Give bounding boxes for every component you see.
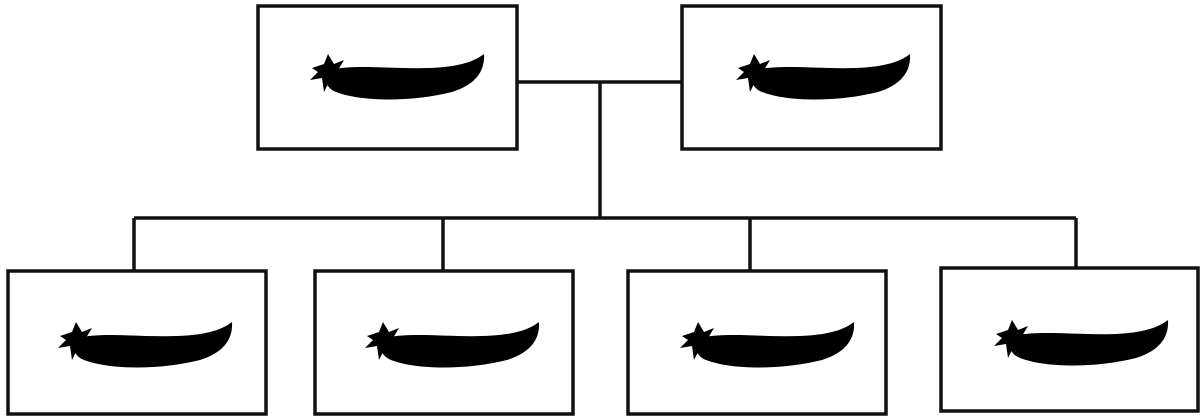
parent-generation <box>256 4 943 151</box>
offspring-box-3 <box>626 269 888 416</box>
parent-box-1 <box>256 4 519 151</box>
parent-box-2 <box>680 4 943 151</box>
offspring-box-1 <box>6 269 268 416</box>
offspring-generation <box>6 266 1200 416</box>
offspring-box-2 <box>313 269 575 416</box>
offspring-box-4 <box>939 266 1200 413</box>
connector-lines <box>132 80 1078 271</box>
